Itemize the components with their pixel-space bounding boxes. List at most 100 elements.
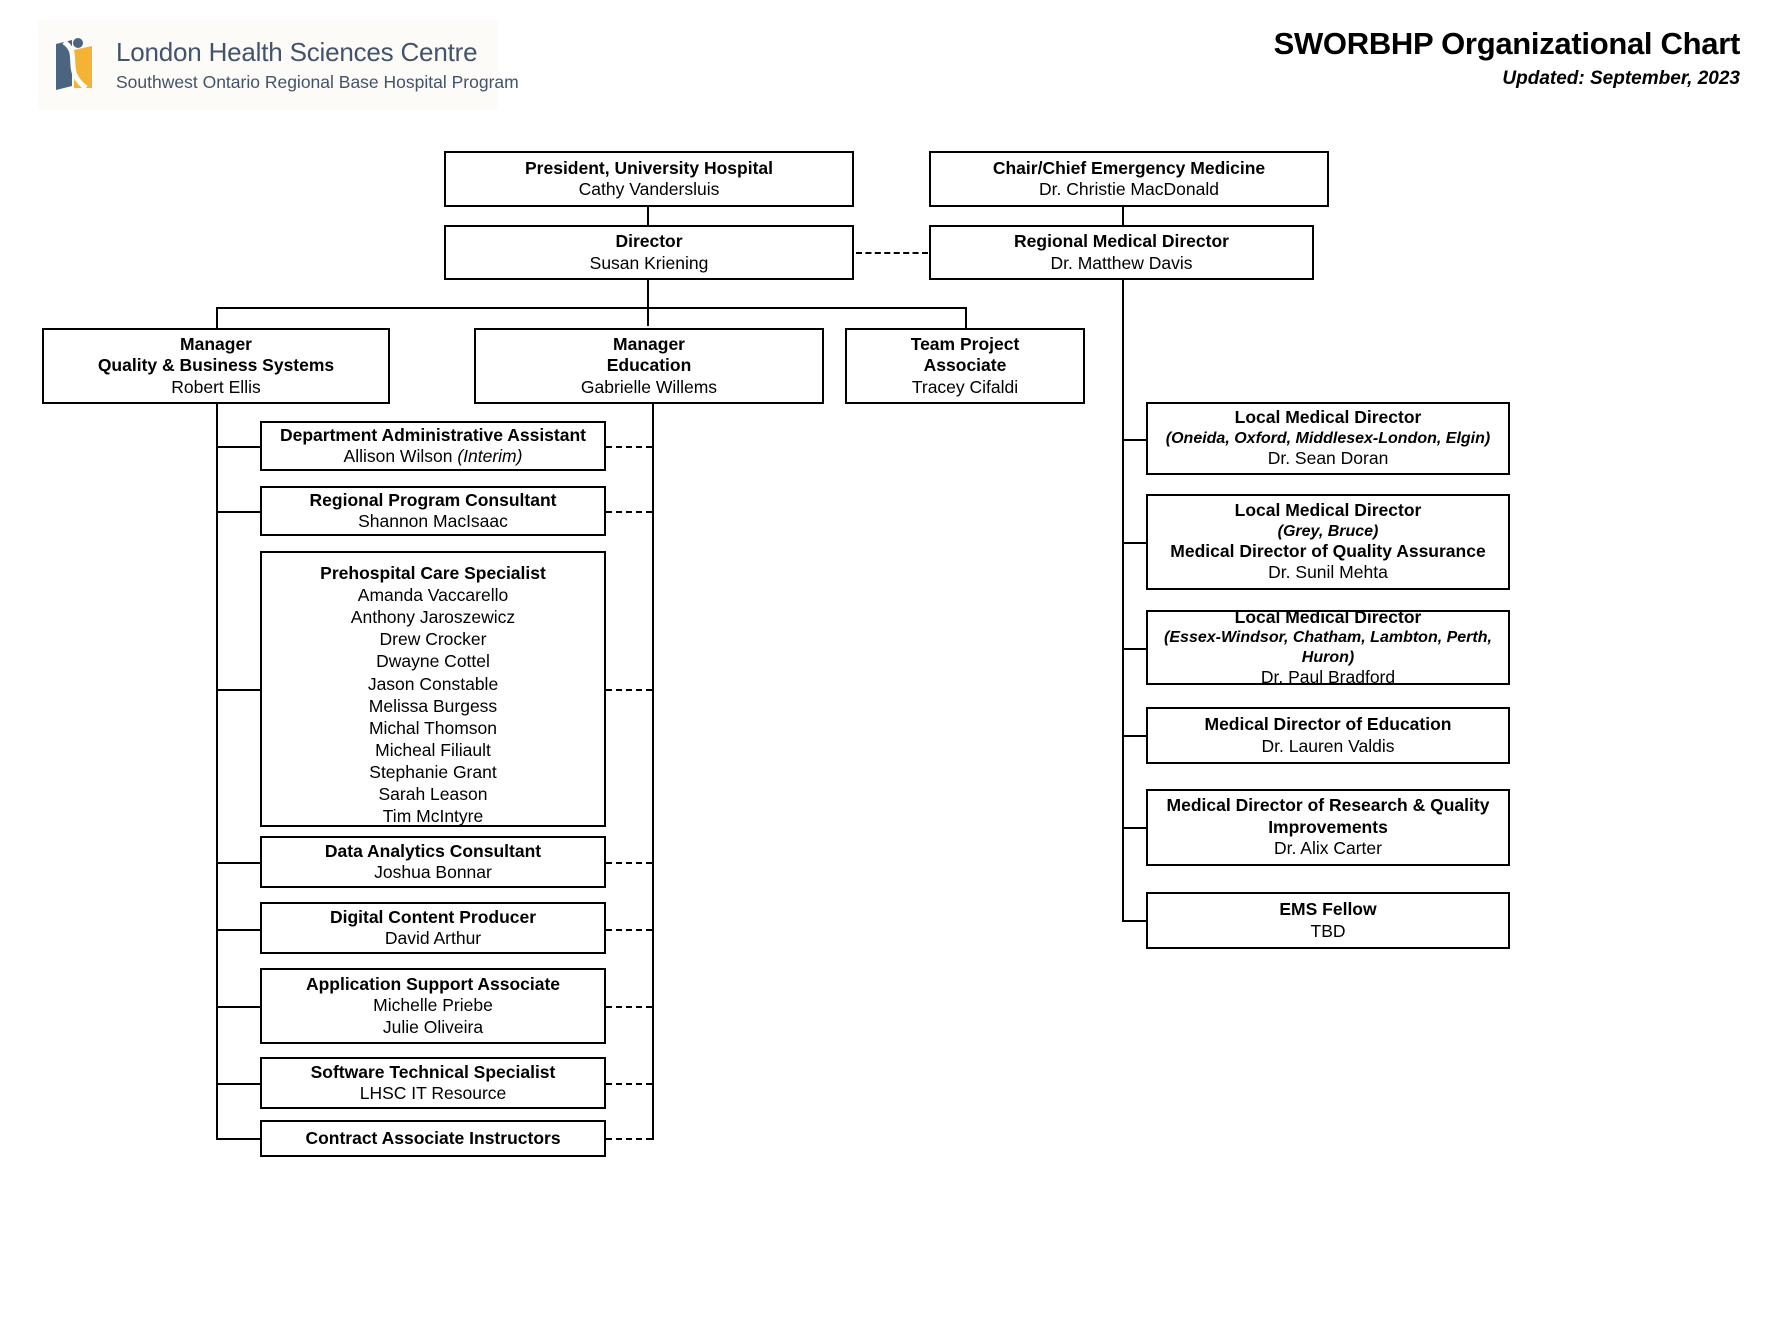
edge-qbs-daa bbox=[216, 446, 262, 449]
edge-director-stem bbox=[647, 279, 650, 326]
node-pcs-person: Michal Thomson bbox=[368, 717, 498, 738]
node-medical-director-research-quality[interactable]: Medical Director of Research & Quality I… bbox=[1146, 789, 1510, 866]
node-president-name: Cathy Vandersluis bbox=[578, 179, 720, 199]
node-department-administrative-assistant[interactable]: Department Administrative Assistant Alli… bbox=[260, 421, 606, 471]
node-ems-fellow[interactable]: EMS Fellow TBD bbox=[1146, 892, 1510, 949]
edge-drop-tpa bbox=[965, 307, 968, 329]
node-medical-director-education[interactable]: Medical Director of Education Dr. Lauren… bbox=[1146, 707, 1510, 764]
node-mgr-edu-title: Manager bbox=[613, 333, 685, 354]
node-chair-title: Chair/Chief Emergency Medicine bbox=[992, 157, 1266, 178]
node-regional-medical-director[interactable]: Regional Medical Director Dr. Matthew Da… bbox=[929, 225, 1314, 280]
node-pcs-person: Anthony Jaroszewicz bbox=[350, 607, 516, 628]
node-manager-quality-business-systems[interactable]: Manager Quality & Business Systems Rober… bbox=[42, 328, 390, 404]
node-dac-title: Data Analytics Consultant bbox=[324, 840, 542, 861]
edge-stub-rpc-dashed bbox=[216, 511, 262, 513]
node-mde-name: Dr. Lauren Valdis bbox=[1261, 735, 1395, 756]
node-mdr-name: Dr. Alix Carter bbox=[1274, 838, 1382, 859]
node-chair[interactable]: Chair/Chief Emergency Medicine Dr. Chris… bbox=[929, 151, 1329, 207]
node-mgr-edu-name: Gabrielle Willems bbox=[580, 376, 718, 397]
node-lmd1-name: Dr. Sean Doran bbox=[1267, 448, 1389, 469]
node-team-project-associate[interactable]: Team Project Associate Tracey Cifaldi bbox=[845, 328, 1085, 404]
node-mde-title: Medical Director of Education bbox=[1204, 714, 1452, 735]
node-regional-program-consultant[interactable]: Regional Program Consultant Shannon MacI… bbox=[260, 486, 606, 536]
node-rpc-name: Shannon MacIsaac bbox=[358, 511, 508, 531]
edge-stub-pcs-dashed bbox=[216, 689, 262, 691]
edge-rmd-spine bbox=[1122, 279, 1125, 922]
node-pcs-person: Tim McIntyre bbox=[382, 805, 484, 826]
node-lmd2-title: Local Medical Director bbox=[1234, 500, 1422, 521]
edge-edu-rpc-dashed bbox=[606, 511, 652, 513]
node-local-medical-director-essex[interactable]: Local Medical Director (Essex-Windsor, C… bbox=[1146, 606, 1510, 688]
node-lmd2-region: (Grey, Bruce) bbox=[1277, 522, 1379, 540]
edge-edu-sts-dashed bbox=[606, 1083, 652, 1085]
edge-director-rmd-dashed bbox=[856, 252, 928, 254]
node-sts-name: LHSC IT Resource bbox=[359, 1083, 507, 1103]
chart-header: SWORBHP Organizational Chart Updated: Se… bbox=[1273, 26, 1741, 90]
logo-primary-text: London Health Sciences Centre bbox=[116, 37, 478, 67]
node-president-title: President, University Hospital bbox=[525, 157, 773, 178]
node-pcs-person: Micheal Filiault bbox=[375, 739, 491, 760]
edge-edu-cai-dashed bbox=[606, 1138, 652, 1140]
node-asa-title: Application Support Associate bbox=[305, 973, 561, 994]
node-lmd1-region: (Oneida, Oxford, Middlesex-London, Elgin… bbox=[1165, 429, 1491, 447]
edge-drop-qbs bbox=[216, 307, 219, 329]
edge-edu-spine bbox=[652, 403, 655, 1140]
updated-date: Updated: September, 2023 bbox=[1502, 68, 1740, 89]
edge-edu-dcp-dashed bbox=[606, 929, 652, 931]
edge-edu-daa-dashed bbox=[606, 446, 652, 448]
node-pcs-person: Dwayne Cottel bbox=[376, 651, 490, 672]
node-software-technical-specialist[interactable]: Software Technical Specialist LHSC IT Re… bbox=[260, 1057, 606, 1109]
edge-qbs-cai bbox=[216, 1138, 262, 1141]
node-lmd3-title: Local Medical Director bbox=[1234, 606, 1422, 627]
node-director-title: Director bbox=[615, 231, 683, 252]
node-pcs-person: Stephanie Grant bbox=[369, 761, 497, 782]
edge-president-director bbox=[647, 206, 650, 233]
node-contract-associate-instructors[interactable]: Contract Associate Instructors bbox=[260, 1120, 606, 1157]
node-pcs-person: Melissa Burgess bbox=[368, 695, 498, 716]
node-cai-title: Contract Associate Instructors bbox=[305, 1127, 561, 1148]
node-director[interactable]: Director Susan Kriening bbox=[444, 225, 854, 280]
node-rmd-name: Dr. Matthew Davis bbox=[1050, 252, 1193, 273]
edge-manager-bus-right bbox=[647, 307, 967, 310]
node-president[interactable]: President, University Hospital Cathy Van… bbox=[444, 151, 854, 207]
node-daa-interim: (Interim) bbox=[457, 446, 523, 466]
node-pcs-person: Jason Constable bbox=[367, 673, 499, 694]
node-data-analytics-consultant[interactable]: Data Analytics Consultant Joshua Bonnar bbox=[260, 836, 606, 888]
node-dac-name: Joshua Bonnar bbox=[374, 862, 492, 882]
node-local-medical-director-grey-bruce[interactable]: Local Medical Director (Grey, Bruce) Med… bbox=[1146, 494, 1510, 590]
node-lmd2-name: Dr. Sunil Mehta bbox=[1268, 562, 1388, 583]
node-lmd2-title2: Medical Director of Quality Assurance bbox=[1170, 541, 1486, 562]
node-sts-title: Software Technical Specialist bbox=[310, 1061, 556, 1082]
node-manager-education[interactable]: Manager Education Gabrielle Willems bbox=[474, 328, 824, 404]
node-pcs-person: Drew Crocker bbox=[379, 629, 487, 650]
edge-rmd-fellow bbox=[1122, 920, 1148, 923]
node-tpa-title: Team Project bbox=[910, 333, 1020, 354]
node-local-medical-director-oneida[interactable]: Local Medical Director (Oneida, Oxford, … bbox=[1146, 402, 1510, 475]
node-daa-person: Allison Wilson bbox=[343, 446, 453, 466]
node-fellow-name: TBD bbox=[1310, 920, 1346, 941]
node-dcp-name: David Arthur bbox=[384, 928, 482, 948]
node-daa-name: Allison Wilson (Interim) bbox=[344, 446, 523, 467]
edge-rmd-lmd2 bbox=[1122, 542, 1148, 545]
node-chair-name: Dr. Christie MacDonald bbox=[1039, 179, 1219, 199]
node-pcs-person: Amanda Vaccarello bbox=[357, 585, 509, 606]
node-director-name: Susan Kriening bbox=[589, 252, 709, 273]
node-prehospital-care-specialist[interactable]: Prehospital Care Specialist Amanda Vacca… bbox=[260, 551, 606, 827]
node-mgr-qbs-title2: Quality & Business Systems bbox=[97, 355, 335, 376]
node-lmd1-title: Local Medical Director bbox=[1234, 407, 1422, 428]
node-mgr-qbs-title: Manager bbox=[180, 333, 252, 354]
node-daa-title: Department Administrative Assistant bbox=[279, 424, 586, 445]
node-digital-content-producer[interactable]: Digital Content Producer David Arthur bbox=[260, 902, 606, 954]
node-fellow-title: EMS Fellow bbox=[1279, 899, 1377, 920]
node-rmd-title: Regional Medical Director bbox=[1014, 231, 1229, 252]
node-pcs-person: Sarah Leason bbox=[378, 783, 488, 804]
node-mdr-title2: Improvements bbox=[1268, 816, 1388, 837]
edge-edu-asa-dashed bbox=[606, 1006, 652, 1008]
page-title: SWORBHP Organizational Chart bbox=[1273, 26, 1741, 61]
node-application-support-associate[interactable]: Application Support Associate Michelle P… bbox=[260, 968, 606, 1044]
node-mdr-title: Medical Director of Research & Quality bbox=[1166, 795, 1490, 816]
node-tpa-title2: Associate bbox=[923, 355, 1007, 376]
node-lmd3-name: Dr. Paul Bradford bbox=[1260, 667, 1396, 688]
edge-rmd-mde bbox=[1122, 735, 1148, 738]
edge-qbs-spine bbox=[216, 403, 219, 1140]
